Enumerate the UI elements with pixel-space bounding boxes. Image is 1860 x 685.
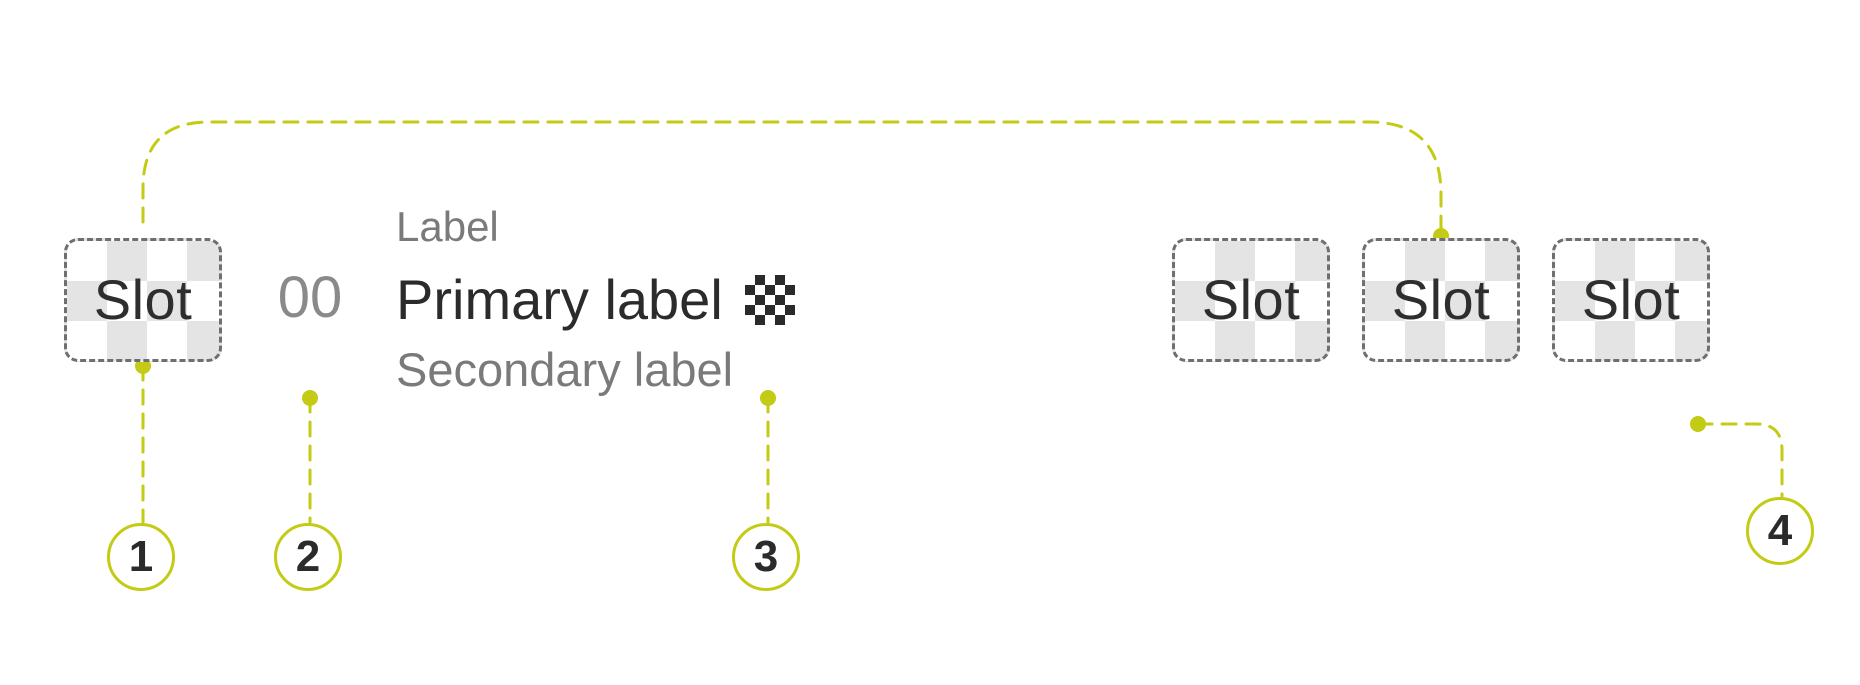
trailing-slot-3: Slot bbox=[1552, 238, 1710, 362]
leader-4 bbox=[1696, 422, 1784, 498]
trailing-slot-label: Slot bbox=[1201, 268, 1301, 331]
callout-badge-2: 2 bbox=[274, 523, 342, 591]
leading-slot: Slot bbox=[64, 238, 222, 362]
callout-badge-3: 3 bbox=[732, 523, 800, 591]
anchor-dot-2 bbox=[302, 390, 318, 406]
primary-label: Primary label bbox=[396, 268, 723, 331]
anchor-dot-4 bbox=[1690, 416, 1706, 432]
leading-slot-label: Slot bbox=[93, 268, 193, 331]
primary-label-row: Primary label bbox=[396, 270, 795, 330]
trailing-slot-2: Slot bbox=[1362, 238, 1520, 362]
trailing-slot-label: Slot bbox=[1391, 268, 1491, 331]
trailing-slot-1: Slot bbox=[1172, 238, 1330, 362]
overline-label: Label bbox=[396, 203, 499, 250]
counter-value: 00 bbox=[277, 265, 343, 330]
checkerboard-placeholder-icon bbox=[744, 275, 795, 325]
anchor-dot-1 bbox=[135, 358, 151, 374]
anchor-dot-3 bbox=[760, 390, 776, 406]
trailing-slot-label: Slot bbox=[1581, 268, 1681, 331]
callout-badge-4: 4 bbox=[1746, 497, 1814, 565]
secondary-label: Secondary label bbox=[396, 343, 734, 396]
callout-badge-1: 1 bbox=[107, 523, 175, 591]
connector-leading-to-trailing bbox=[141, 120, 1443, 238]
